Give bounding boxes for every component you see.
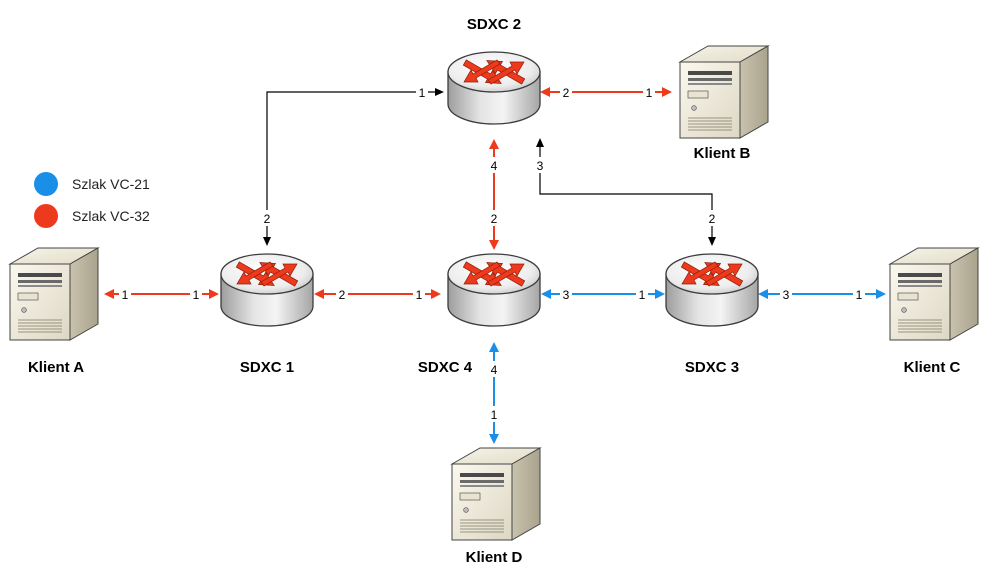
link-sdxc3-klientc — [758, 289, 886, 299]
link-sdxc3-sdxc2 — [536, 138, 716, 246]
node-sdxc3[interactable] — [665, 253, 759, 327]
link-sdxc4-sdxc2 — [489, 139, 499, 250]
link-sdxc1-sdxc2 — [263, 88, 444, 246]
port-label: 1 — [646, 86, 653, 100]
port-labels: 1 1 2 1 3 1 3 1 2 1 4 2 4 1 2 — [119, 84, 865, 422]
port-label: 1 — [193, 288, 200, 302]
node-klientd[interactable] — [451, 447, 541, 541]
node-label-sdxc2: SDXC 2 — [467, 16, 521, 33]
node-label-klientb: Klient B — [694, 145, 751, 162]
legend-vc21-dot — [34, 172, 58, 196]
legend-vc21-label: Szlak VC-21 — [72, 176, 150, 192]
port-label: 1 — [856, 288, 863, 302]
port-label: 1 — [419, 86, 426, 100]
node-label-sdxc4: SDXC 4 — [418, 359, 473, 376]
node-sdxc1[interactable] — [220, 253, 314, 327]
legend-item-vc32: Szlak VC-32 — [34, 204, 150, 228]
node-klienta[interactable] — [9, 247, 99, 341]
sdxc-router-icon — [447, 253, 541, 327]
node-sdxc4[interactable] — [447, 253, 541, 327]
port-label: 2 — [491, 212, 498, 226]
port-label: 2 — [563, 86, 570, 100]
port-label: 2 — [264, 212, 271, 226]
server-icon — [889, 247, 979, 341]
server-icon — [679, 45, 769, 139]
port-label: 4 — [491, 159, 498, 173]
node-label-klientc: Klient C — [904, 359, 961, 376]
legend-item-vc21: Szlak VC-21 — [34, 172, 150, 196]
port-label: 1 — [416, 288, 423, 302]
links-vc32 — [104, 87, 672, 299]
node-label-klienta: Klient A — [28, 359, 84, 376]
server-icon — [451, 447, 541, 541]
server-icon — [9, 247, 99, 341]
node-label-sdxc1: SDXC 1 — [240, 359, 294, 376]
legend-vc32-label: Szlak VC-32 — [72, 208, 150, 224]
sdxc-router-icon — [220, 253, 314, 327]
sdxc-router-icon — [665, 253, 759, 327]
port-label: 2 — [709, 212, 716, 226]
node-label-sdxc3: SDXC 3 — [685, 359, 739, 376]
sdxc-router-icon — [447, 51, 541, 125]
port-label: 3 — [783, 288, 790, 302]
node-sdxc2[interactable] — [447, 51, 541, 125]
port-label: 2 — [339, 288, 346, 302]
node-klientb[interactable] — [679, 45, 769, 139]
legend-vc32-dot — [34, 204, 58, 228]
node-klientc[interactable] — [889, 247, 979, 341]
port-label: 1 — [122, 288, 129, 302]
port-label: 3 — [537, 159, 544, 173]
link-sdxc4-klientd — [489, 342, 499, 444]
port-label: 3 — [563, 288, 570, 302]
legend: Szlak VC-21 Szlak VC-32 — [34, 172, 150, 228]
port-label: 1 — [491, 408, 498, 422]
port-label: 4 — [491, 363, 498, 377]
port-label: 1 — [639, 288, 646, 302]
node-label-klientd: Klient D — [466, 549, 523, 566]
